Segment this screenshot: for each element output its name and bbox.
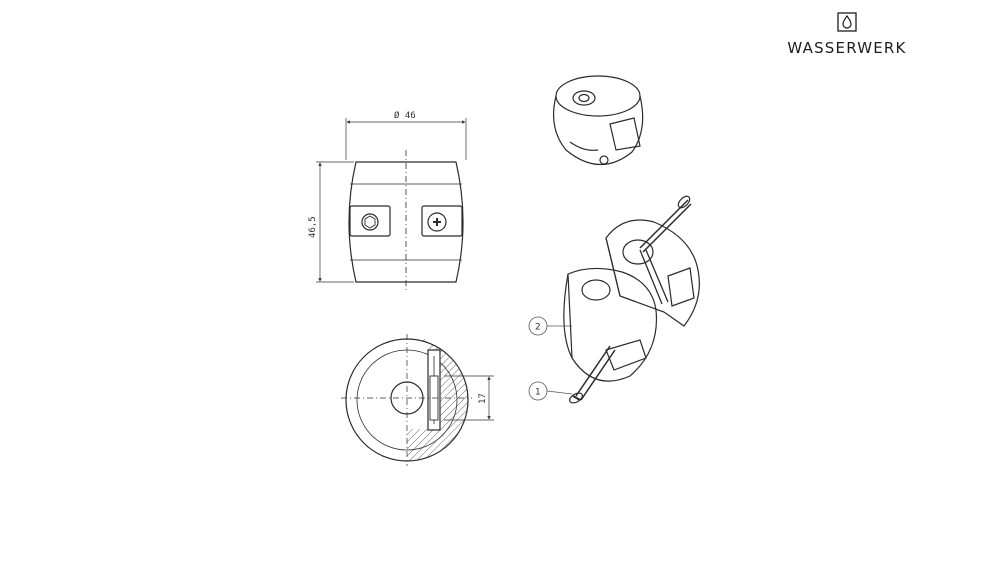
dimension-height: [316, 161, 354, 283]
brand-name: WASSERWERK: [787, 39, 907, 57]
callout-leaders: [546, 325, 573, 395]
front-view: [348, 150, 464, 292]
callout-2-label: 2: [535, 323, 541, 333]
dimension-width-label: Ø 46: [394, 110, 416, 121]
iso-assembled-view: [553, 75, 644, 166]
iso-exploded-view: [563, 195, 700, 404]
water-drop-logo-icon: [837, 12, 857, 32]
dimension-width: [345, 118, 467, 160]
brand-logo: WASSERWERK: [772, 12, 922, 57]
callout-1: 1: [528, 381, 548, 401]
callout-2: 2: [528, 316, 548, 336]
section-view: [341, 334, 472, 466]
callout-1-label: 1: [535, 388, 541, 398]
dimension-height-label: 46,5: [308, 216, 318, 238]
dimension-slot: [444, 375, 494, 421]
dimension-slot-label: 17: [478, 393, 488, 404]
